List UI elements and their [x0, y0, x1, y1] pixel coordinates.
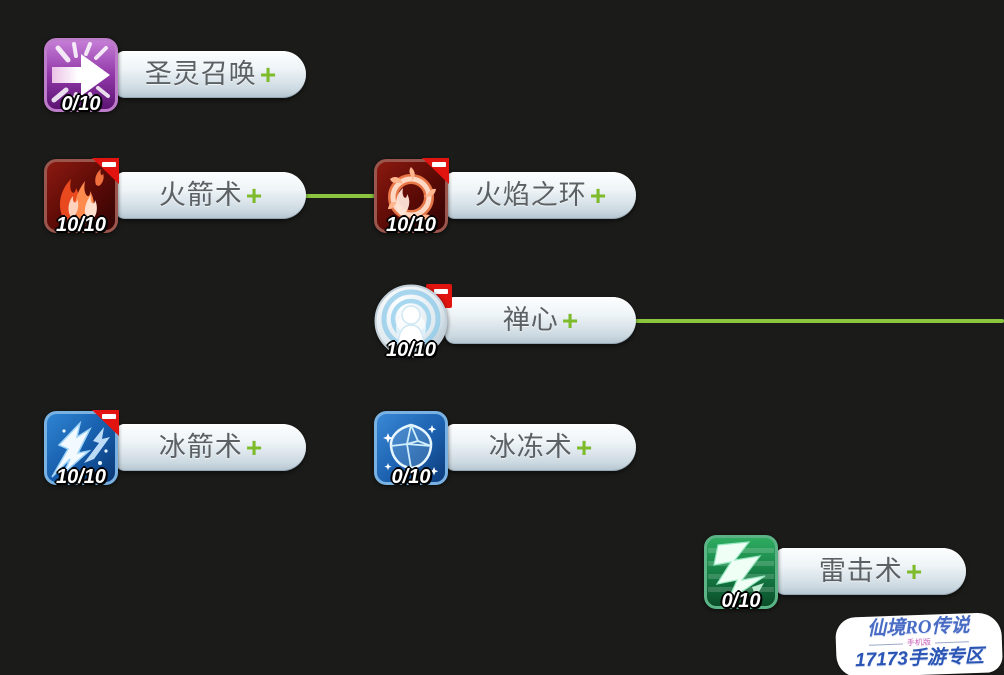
skill-level-badge: 10/10 — [385, 339, 437, 361]
skill-level-badge: 0/10 — [61, 93, 101, 115]
skill-node-holy-summon: 圣灵召唤 + — [44, 38, 310, 114]
flame-ring-icon — [374, 159, 448, 233]
skill-node-fire-bolt: 火箭术 + 10/10 — [44, 158, 310, 236]
skill-node-lightning: 雷击术 + 0/10 — [704, 535, 970, 611]
connector-firebolt-firering — [298, 194, 378, 198]
skill-name-label: 圣灵召唤 — [144, 59, 257, 89]
skill-level-badge: 10/10 — [55, 214, 107, 236]
skill-name-label: 火箭术 — [158, 180, 243, 210]
skill-name-label: 冰冻术 — [488, 432, 573, 462]
holy-summon-label-pill[interactable]: 圣灵召唤 + — [115, 51, 306, 98]
frost-skill-icon[interactable]: 0/10 — [374, 411, 448, 488]
ice-shard-burst-icon — [44, 411, 118, 485]
add-point-plus-icon[interactable]: + — [575, 431, 593, 463]
zen-label-pill[interactable]: 禅心 + — [445, 297, 636, 344]
add-point-plus-icon[interactable]: + — [561, 304, 579, 336]
skill-node-cold-bolt: 冰箭术 + 10/10 — [44, 410, 310, 488]
skill-name-label: 冰箭术 — [158, 432, 243, 462]
skill-level-badge: 10/10 — [385, 214, 437, 236]
add-point-plus-icon[interactable]: + — [245, 431, 263, 463]
add-point-plus-icon[interactable]: + — [245, 179, 263, 211]
fire-flames-icon — [44, 159, 118, 233]
add-point-plus-icon[interactable]: + — [905, 555, 923, 587]
fire-bolt-skill-icon[interactable]: 10/10 — [44, 158, 119, 236]
zen-orb-person-icon — [374, 284, 448, 358]
holy-arrow-burst-icon — [44, 38, 118, 112]
fire-ring-label-pill[interactable]: 火焰之环 + — [445, 172, 636, 219]
watermark-rule-right — [934, 641, 969, 644]
holy-summon-skill-icon[interactable]: 0/10 — [44, 38, 118, 115]
skill-level-badge: 0/10 — [391, 466, 431, 488]
skill-level-badge: 0/10 — [721, 590, 761, 612]
add-point-plus-icon[interactable]: + — [259, 58, 277, 90]
lightning-skill-icon[interactable]: 0/10 — [704, 535, 778, 612]
skill-node-fire-ring: 火焰之环 + — [374, 158, 640, 236]
frost-label-pill[interactable]: 冰冻术 + — [445, 424, 636, 471]
skill-name-label: 禅心 — [502, 305, 559, 335]
lightning-label-pill[interactable]: 雷击术 + — [775, 548, 966, 595]
skill-name-label: 火焰之环 — [474, 180, 587, 210]
cold-bolt-label-pill[interactable]: 冰箭术 + — [115, 424, 306, 471]
cold-bolt-skill-icon[interactable]: 10/10 — [44, 410, 119, 488]
site-watermark-logo: 仙境RO传说 手机版 17173手游专区 — [837, 614, 1001, 675]
watermark-zone: 17173手游专区 — [854, 645, 985, 672]
lightning-bolt-icon — [704, 535, 778, 609]
connector-zen-offscreen — [630, 319, 1004, 323]
skill-name-label: 雷击术 — [818, 556, 903, 586]
skill-level-badge: 10/10 — [55, 466, 107, 488]
watermark-blob: 仙境RO传说 手机版 17173手游专区 — [837, 614, 1001, 675]
fire-bolt-label-pill[interactable]: 火箭术 + — [115, 172, 306, 219]
zen-skill-icon[interactable]: 10/10 — [374, 284, 452, 361]
skill-node-zen: 禅心 + 10/10 — [374, 284, 640, 360]
ice-crystal-icon — [374, 411, 448, 485]
watermark-rule-left — [868, 643, 903, 646]
add-point-plus-icon[interactable]: + — [589, 179, 607, 211]
skill-node-frost: 冰冻术 + 0/10 — [374, 411, 640, 487]
fire-ring-skill-icon[interactable]: 10/10 — [374, 158, 449, 236]
